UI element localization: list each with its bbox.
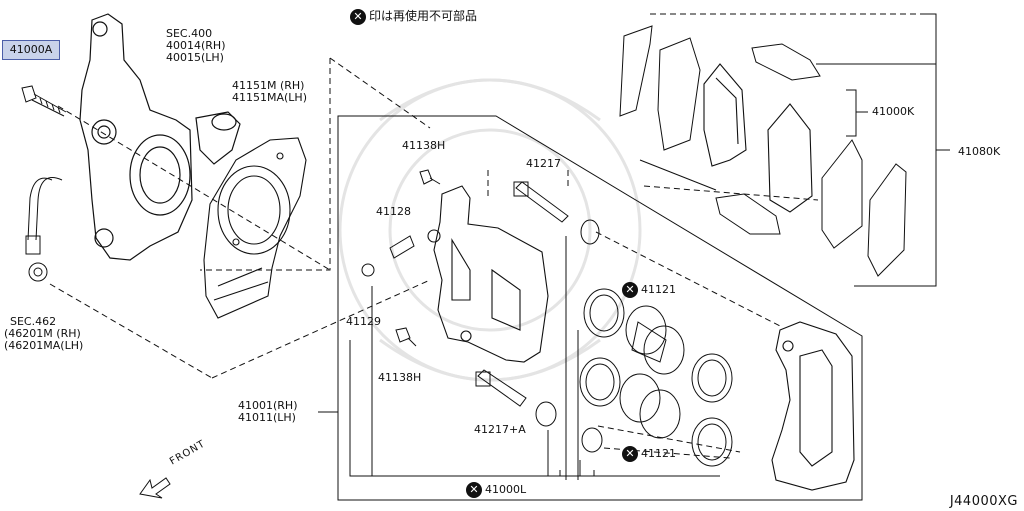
brake-hose	[25, 177, 63, 282]
part-41000a-highlight[interactable]: 41000A	[2, 40, 60, 60]
caliper-kit-box	[337, 115, 863, 501]
label-41138h-top: 41138H	[402, 139, 446, 152]
shim-inner	[821, 139, 907, 277]
label-41128: 41128	[376, 205, 411, 218]
label-41138h-bottom: 41138H	[378, 371, 422, 384]
bolt-41138h-bottom	[395, 327, 417, 347]
pad-retainer-bottom	[715, 193, 781, 235]
label-shield-rh: 41151M (RH)	[232, 79, 305, 92]
label-shield-lh: 41151MA(LH)	[232, 91, 307, 104]
bleeder-screw	[361, 235, 415, 277]
label-41000l: ✕41000L	[466, 482, 526, 498]
label-41217a: 41217+A	[474, 423, 526, 436]
piston-seal-mid	[691, 353, 733, 403]
label-sec400-rh: 40014(RH)	[166, 39, 226, 52]
front-arrow-icon	[139, 477, 171, 499]
bolt-41000a[interactable]	[21, 85, 67, 117]
piston-seal-top	[583, 288, 625, 338]
note-text: 印は再使用不可部品	[369, 9, 478, 23]
label-41121-bottom: ✕41121	[622, 446, 676, 462]
shim-outer	[619, 25, 701, 151]
label-41217: 41217	[526, 157, 561, 170]
label-caliper-lh: 41011(LH)	[238, 411, 296, 424]
guide-pin-top	[513, 181, 600, 245]
brake-pad-outer	[703, 63, 747, 167]
pad-retainer-top	[751, 43, 821, 81]
label-41080k: 41080K	[958, 145, 1001, 158]
caliper-bracket	[427, 185, 549, 363]
caliper-housing	[771, 321, 855, 491]
label-sec462-rh: (46201M (RH)	[4, 327, 81, 340]
dust-shield	[203, 137, 307, 319]
brake-pad-inner	[767, 103, 813, 213]
steering-knuckle	[79, 13, 241, 261]
x-mark-icon: ✕	[350, 8, 366, 25]
piston-seal-bottom	[691, 417, 733, 467]
guide-pin-bottom	[475, 369, 603, 453]
x-mark-icon: ✕	[622, 282, 638, 298]
label-sec462[interactable]: SEC.462	[10, 315, 57, 328]
label-caliper-rh: 41001(RH)	[238, 399, 298, 412]
piston-seal-lower	[579, 357, 621, 407]
x-mark-icon: ✕	[622, 446, 638, 462]
piston-bottom	[619, 373, 681, 439]
label-41000k: 41000K	[872, 105, 915, 118]
label-sec400[interactable]: SEC.400	[166, 27, 213, 40]
label-41121-top: ✕41121	[622, 282, 676, 298]
bolt-41138h-top	[419, 169, 441, 185]
non-reusable-note: ✕印は再使用不可部品	[350, 8, 477, 25]
label-sec462-lh: (46201MA(LH)	[4, 339, 84, 352]
label-sec400-lh: 40015(LH)	[166, 51, 224, 64]
drawing-code: J44000XG	[949, 494, 1018, 509]
x-mark-icon: ✕	[466, 482, 482, 498]
piston-top	[625, 305, 685, 375]
label-41129: 41129	[346, 315, 381, 328]
